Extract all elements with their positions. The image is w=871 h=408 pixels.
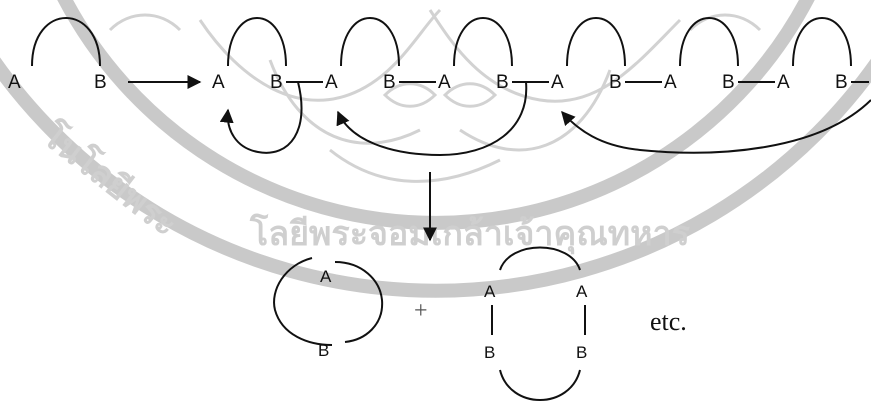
return-arrow-1 xyxy=(219,81,303,154)
etc-text: etc. xyxy=(650,307,687,336)
ring-small-b-label: B xyxy=(318,341,329,360)
ring-small-right-arc xyxy=(334,261,384,343)
ring-large-b2-label: B xyxy=(576,343,587,362)
watermark-seal: โนโลยีพระ โลยีพระจอมเกล้าเจ้าคุณทหาร xyxy=(0,0,871,298)
left-unit: A B xyxy=(8,17,107,93)
chain-unit-arc xyxy=(566,17,626,67)
chain-unit-b-label: B xyxy=(722,72,735,93)
chain-unit-b-label: B xyxy=(496,72,509,93)
chain-unit-arc xyxy=(453,17,513,67)
return-arrow-2 xyxy=(336,81,528,157)
plus-sign: + xyxy=(414,298,428,324)
chain-unit-a-label: A xyxy=(551,72,564,93)
left-unit-b-label: B xyxy=(94,72,107,93)
chain-unit-arc xyxy=(227,17,287,67)
chain-unit-a-label: A xyxy=(777,72,790,93)
chain-unit-a-label: A xyxy=(438,72,451,93)
ring-small: A B xyxy=(273,257,384,360)
left-unit-a-label: A xyxy=(8,72,21,93)
chain-unit-b-label: B xyxy=(609,72,622,93)
chain-unit-a-label: A xyxy=(325,72,338,93)
chain-unit-b-label: B xyxy=(383,72,396,93)
ring-large: A A B B xyxy=(484,246,588,401)
ring-large-b1-label: B xyxy=(484,343,495,362)
watermark-text: โลยีพระจอมเกล้าเจ้าคุณทหาร xyxy=(249,213,691,255)
ring-large-bottom-arc xyxy=(499,369,581,401)
chain-unit-arc xyxy=(679,17,739,67)
return-arrow-3 xyxy=(561,99,871,154)
ring-small-left-arc xyxy=(273,257,333,346)
chain-unit-b-label: B xyxy=(835,72,848,93)
chain-unit-b-label: B xyxy=(270,72,283,93)
ring-large-top-arc xyxy=(499,246,581,271)
chain-unit-a-label: A xyxy=(212,72,225,93)
ring-large-a2-label: A xyxy=(576,282,588,301)
ring-small-a-label: A xyxy=(320,267,332,286)
watermark-text-left: โนโลยีพระ xyxy=(34,114,186,245)
ring-large-a1-label: A xyxy=(484,282,496,301)
left-unit-arc xyxy=(31,17,101,67)
chain-unit-a-label: A xyxy=(664,72,677,93)
chain-unit-arc xyxy=(792,17,852,67)
chain-unit-arc xyxy=(340,17,400,67)
